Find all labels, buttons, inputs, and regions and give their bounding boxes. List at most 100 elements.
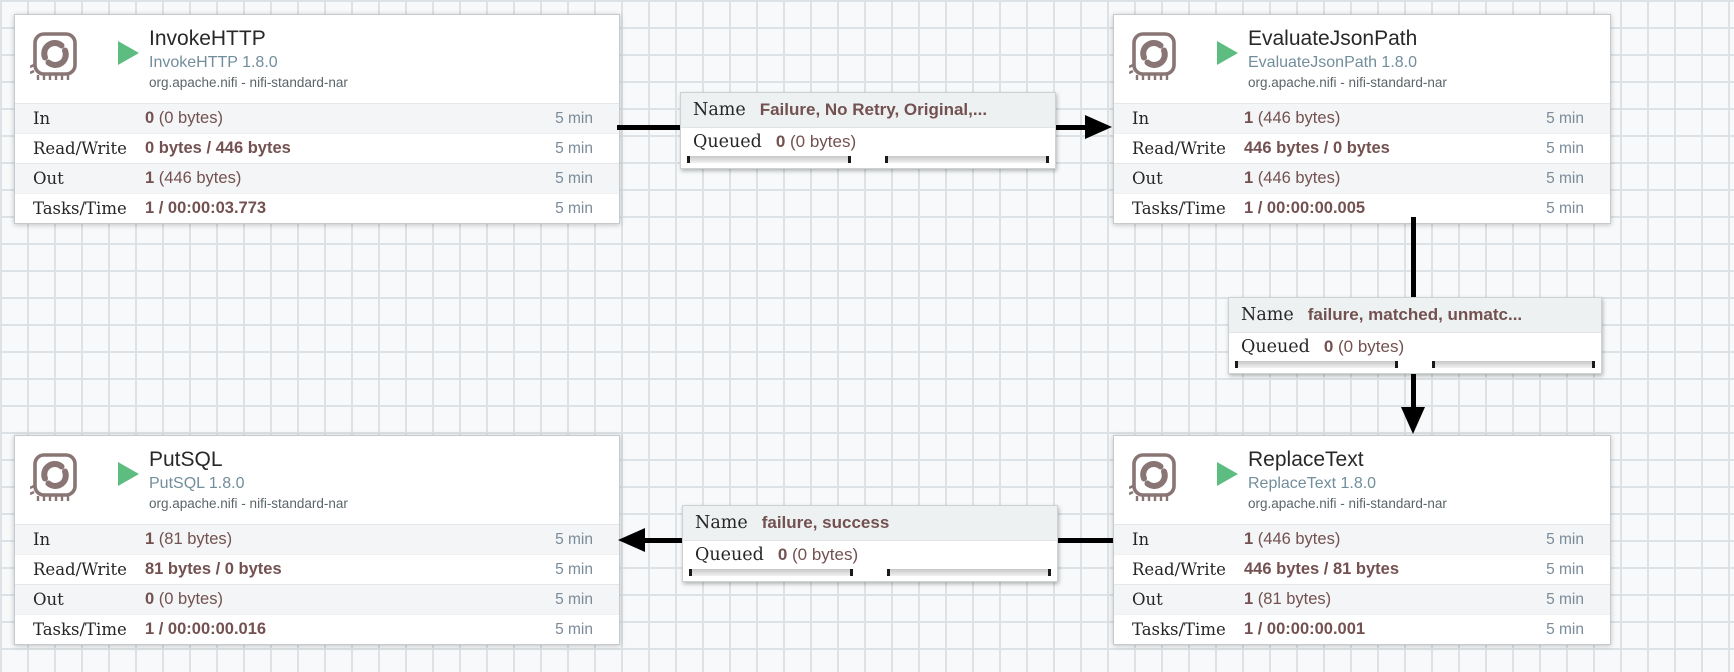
processor-bundle: org.apache.nifi - nifi-standard-nar	[1248, 496, 1447, 511]
connection-name-key: Name	[1241, 305, 1294, 325]
queue-threshold-bars	[681, 155, 1055, 168]
processor-version: PutSQL 1.8.0	[149, 475, 245, 492]
processor-stamp-icon	[1129, 32, 1176, 80]
connection-name-value: failure, matched, unmatc...	[1307, 305, 1523, 324]
connection-path-evaluatejsonpath-replacetext[interactable]	[1411, 217, 1416, 297]
stat-row-readwrite: Read/Write 0 bytes / 446 bytes 5 min	[15, 133, 619, 163]
processor-name: InvokeHTTP	[149, 27, 266, 50]
stat-row-tasks: Tasks/Time 1 / 00:00:00.016 5 min	[15, 614, 619, 644]
connection-label-evaluatejsonpath-replacetext[interactable]: Name failure, matched, unmatc... Queued …	[1228, 297, 1602, 374]
processor-header: InvokeHTTP InvokeHTTP 1.8.0 org.apache.n…	[15, 15, 619, 103]
stat-row-tasks: Tasks/Time 1 / 00:00:03.773 5 min	[15, 193, 619, 223]
stat-value: 0 (0 bytes)	[145, 590, 223, 608]
run-status-icon	[1217, 462, 1238, 486]
stat-row-out: Out 1 (446 bytes) 5 min	[15, 163, 619, 193]
processor-bundle: org.apache.nifi - nifi-standard-nar	[149, 75, 348, 90]
stat-row-out: Out 1 (446 bytes) 5 min	[1114, 163, 1610, 193]
stat-row-readwrite: Read/Write 446 bytes / 81 bytes 5 min	[1114, 554, 1610, 584]
stat-time-window: 5 min	[555, 561, 593, 578]
processor-header: EvaluateJsonPath EvaluateJsonPath 1.8.0 …	[1114, 15, 1610, 103]
stat-label: Out	[33, 169, 64, 188]
processor-replacetext[interactable]: ReplaceText ReplaceText 1.8.0 org.apache…	[1113, 435, 1611, 645]
processor-stamp-icon	[30, 453, 77, 501]
connection-label-invokehttp-evaluatejsonpath[interactable]: Name Failure, No Retry, Original,... Que…	[680, 92, 1056, 169]
stat-time-window: 5 min	[1546, 140, 1584, 157]
stat-label: Read/Write	[1132, 139, 1226, 158]
stat-row-in: In 0 (0 bytes) 5 min	[15, 103, 619, 133]
stat-time-window: 5 min	[1546, 621, 1584, 638]
processor-invokehttp[interactable]: InvokeHTTP InvokeHTTP 1.8.0 org.apache.n…	[14, 14, 620, 224]
stat-value: 446 bytes / 81 bytes	[1244, 560, 1400, 578]
connection-name-key: Name	[693, 100, 746, 120]
stat-label: Read/Write	[33, 139, 127, 158]
connection-queued-value: 0 (0 bytes)	[777, 544, 859, 564]
stat-label: In	[33, 530, 51, 549]
stat-label: Read/Write	[33, 560, 127, 579]
processor-putsql[interactable]: PutSQL PutSQL 1.8.0 org.apache.nifi - ni…	[14, 435, 620, 645]
stat-label: Out	[33, 590, 64, 609]
stat-row-out: Out 1 (81 bytes) 5 min	[1114, 584, 1610, 614]
queue-threshold-bars	[683, 568, 1057, 581]
connection-queued-key: Queued	[1241, 336, 1310, 357]
run-status-icon	[118, 41, 139, 65]
connection-path-evaluatejsonpath-replacetext[interactable]	[1411, 367, 1416, 409]
queue-threshold-bars	[1229, 360, 1601, 373]
stat-row-in: In 1 (446 bytes) 5 min	[1114, 103, 1610, 133]
arrowhead-icon	[1401, 407, 1425, 434]
stat-value: 81 bytes / 0 bytes	[145, 560, 282, 578]
run-status-icon	[118, 462, 139, 486]
queue-size-bar	[887, 569, 1051, 576]
stat-value: 1 (81 bytes)	[1244, 590, 1332, 608]
stat-time-window: 5 min	[1546, 170, 1584, 187]
processor-evaluatejsonpath[interactable]: EvaluateJsonPath EvaluateJsonPath 1.8.0 …	[1113, 14, 1611, 224]
stat-time-window: 5 min	[1546, 561, 1584, 578]
stat-value: 1 / 00:00:00.005	[1244, 199, 1366, 217]
stat-time-window: 5 min	[555, 170, 593, 187]
run-status-icon	[1217, 41, 1238, 65]
queue-size-bar	[1432, 361, 1595, 368]
processor-stamp-icon	[1129, 453, 1176, 501]
stat-time-window: 5 min	[1546, 531, 1584, 548]
connection-name-key: Name	[695, 513, 748, 533]
stat-row-in: In 1 (81 bytes) 5 min	[15, 524, 619, 554]
stat-value: 1 (446 bytes)	[1244, 530, 1341, 548]
stat-time-window: 5 min	[1546, 591, 1584, 608]
queue-count-bar	[689, 569, 853, 576]
stat-time-window: 5 min	[555, 591, 593, 608]
arrowhead-icon	[1085, 115, 1112, 139]
processor-version: InvokeHTTP 1.8.0	[149, 54, 278, 71]
processor-version: ReplaceText 1.8.0	[1248, 475, 1377, 492]
stat-label: Out	[1132, 169, 1163, 188]
processor-bundle: org.apache.nifi - nifi-standard-nar	[1248, 75, 1447, 90]
stat-value: 1 (446 bytes)	[145, 169, 242, 187]
stat-label: In	[1132, 530, 1150, 549]
stat-value: 1 (81 bytes)	[145, 530, 233, 548]
stat-row-tasks: Tasks/Time 1 / 00:00:00.005 5 min	[1114, 193, 1610, 223]
stat-row-out: Out 0 (0 bytes) 5 min	[15, 584, 619, 614]
processor-name: EvaluateJsonPath	[1248, 27, 1418, 50]
stat-row-in: In 1 (446 bytes) 5 min	[1114, 524, 1610, 554]
stat-row-tasks: Tasks/Time 1 / 00:00:00.001 5 min	[1114, 614, 1610, 644]
stat-row-readwrite: Read/Write 446 bytes / 0 bytes 5 min	[1114, 133, 1610, 163]
queue-size-bar	[885, 156, 1049, 163]
stat-label: Tasks/Time	[1132, 199, 1226, 218]
stat-label: Read/Write	[1132, 560, 1226, 579]
stat-label: Tasks/Time	[1132, 620, 1226, 639]
connection-queued-key: Queued	[693, 131, 762, 152]
stat-value: 1 / 00:00:03.773	[145, 199, 267, 217]
connection-queued-value: 0 (0 bytes)	[1323, 336, 1405, 356]
processor-bundle: org.apache.nifi - nifi-standard-nar	[149, 496, 348, 511]
connection-label-replacetext-putsql[interactable]: Name failure, success Queued 0 (0 bytes)	[682, 505, 1058, 582]
connection-name-value: Failure, No Retry, Original,...	[759, 100, 988, 119]
stat-value: 1 (446 bytes)	[1244, 109, 1341, 127]
connection-name-value: failure, success	[761, 513, 890, 532]
stat-label: Tasks/Time	[33, 199, 127, 218]
queue-count-bar	[687, 156, 851, 163]
stat-time-window: 5 min	[555, 531, 593, 548]
connection-queued-key: Queued	[695, 544, 764, 565]
arrowhead-icon	[618, 528, 645, 552]
stat-time-window: 5 min	[555, 110, 593, 127]
stat-label: In	[1132, 109, 1150, 128]
stat-label: Out	[1132, 590, 1163, 609]
